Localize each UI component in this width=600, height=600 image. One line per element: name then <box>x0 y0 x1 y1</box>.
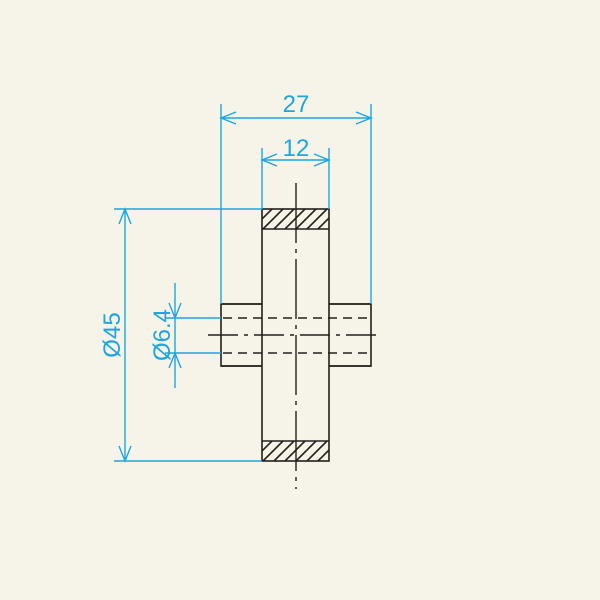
label-face-width: 12 <box>283 135 310 162</box>
label-overall-length: 27 <box>283 91 310 118</box>
label-bore-diameter: Ø6.4 <box>149 309 176 361</box>
dim-face-width <box>260 148 331 209</box>
label-outer-diameter: Ø45 <box>99 312 126 357</box>
dim-overall-length <box>219 104 373 304</box>
centerlines <box>208 183 380 489</box>
dimension-labels: 27 12 Ø45 Ø6.4 <box>99 91 309 361</box>
dim-outer-diameter <box>114 207 262 463</box>
dim-bore-diameter <box>165 283 221 388</box>
bore-hidden-lines <box>223 317 369 354</box>
dimensions <box>114 104 373 463</box>
